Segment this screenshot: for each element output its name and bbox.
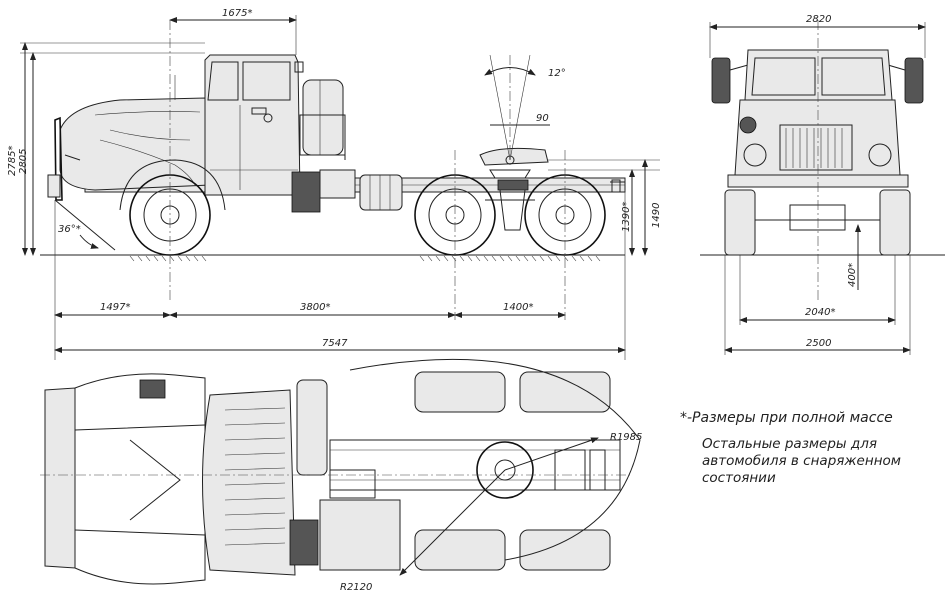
asterisk-note: *-Размеры при полной массе <box>680 410 893 426</box>
dim-angle-36: 36°* <box>58 224 81 235</box>
dim-1400: 1400* <box>503 302 533 313</box>
dim-3800: 3800* <box>300 302 330 313</box>
dim-1497: 1497* <box>100 302 130 313</box>
front-dimensions: 2820 400* 2040* 2500 <box>709 14 926 355</box>
dim-2500: 2500 <box>806 338 831 349</box>
dim-2040: 2040* <box>805 307 835 318</box>
dim-2785: 2785* <box>7 146 18 176</box>
dim-1390: 1390* <box>621 202 632 232</box>
dim-7547: 7547 <box>322 338 348 349</box>
front-view <box>700 20 945 300</box>
dim-r1985: R1985 <box>610 432 642 443</box>
coupling-angle <box>484 54 550 165</box>
dim-angle-12: 12° <box>548 68 566 79</box>
dim-1675: 1675* <box>222 8 252 19</box>
side-dimensions: 1675* 12° 90 2785* 2805 36°* 1390* 1490 … <box>7 8 662 360</box>
other-dims-note-line-2: автомобиля в снаряженном <box>702 453 901 469</box>
other-dims-note-line-3: состоянии <box>702 470 776 486</box>
other-dims-note-line-1: Остальные размеры для <box>702 436 877 452</box>
dim-r2120: R2120 <box>340 582 372 593</box>
dim-2805: 2805 <box>18 149 29 174</box>
dim-90: 90 <box>536 113 549 124</box>
dim-2820: 2820 <box>806 14 831 25</box>
dim-400: 400* <box>847 263 858 287</box>
cab <box>204 54 301 196</box>
top-view: R1985 R2120 <box>40 358 642 593</box>
dim-1490: 1490 <box>651 203 662 228</box>
notes: *-Размеры при полной массе Остальные раз… <box>680 410 945 487</box>
side-view <box>40 20 626 320</box>
